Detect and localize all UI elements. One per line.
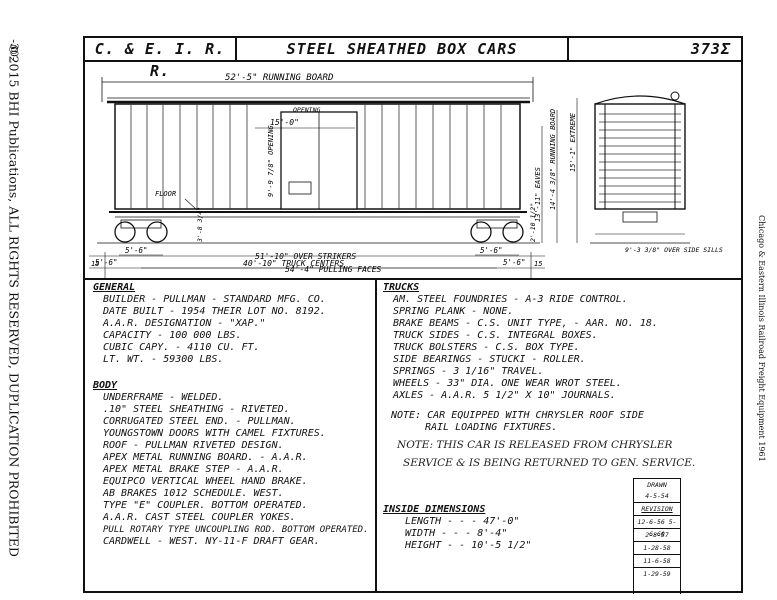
truck-wheelbase-left: 5'-6" <box>125 246 148 255</box>
column-divider <box>375 278 377 591</box>
trucks-line: SPRINGS - 3 1/16" TRAVEL. <box>393 366 544 377</box>
end-dim-left: 15 <box>91 260 99 268</box>
drawn-label: DRAWN <box>647 481 667 489</box>
copyright-notice: ©2015 BHI Publications, ALL RIGHTS RESER… <box>6 43 22 557</box>
body-line: UNDERFRAME - WELDED. <box>103 392 224 403</box>
book-title: Chicago & Eastern Illinois Railroad Frei… <box>757 215 766 462</box>
general-line: BUILDER - PULLMAN - STANDARD MFG. CO. <box>103 294 326 305</box>
general-heading: GENERAL <box>93 282 136 293</box>
trucks-line: BRAKE BEAMS - C.S. UNIT TYPE, - AAR. NO.… <box>393 318 658 329</box>
handwritten-note-cont: SERVICE & IS BEING RETURNED TO GEN. SERV… <box>403 457 696 469</box>
boxcar-elevation-drawing: 52'-5" RUNNING BOARD 15'-0" <box>85 62 741 278</box>
revision-row: 12-6-56 5-6-60 <box>634 515 680 538</box>
handwritten-note: NOTE: THIS CAR IS RELEASED FROM CHRYSLER <box>397 439 673 451</box>
truck-wheelbase-right: 5'-6" <box>480 246 503 255</box>
truck-centers-dim: 40'-10" TRUCK CENTERS <box>243 259 344 268</box>
trucks-line: WHEELS - 33" DIA. ONE WEAR WROT STEEL. <box>393 378 622 389</box>
opening-label: OPENING <box>293 106 320 114</box>
inside-length: LENGTH - - - 47'-0" <box>405 516 520 527</box>
body-line: AB BRAKES 1012 SCHEDULE. WEST. <box>103 488 284 499</box>
inside-width: WIDTH - - - 8'-4" <box>405 528 508 539</box>
body-line: APEX METAL RUNNING BOARD. - A.A.R. <box>103 452 308 463</box>
trucks-line: TRUCK BOLSTERS - C.S. BOX TYPE. <box>393 342 580 353</box>
revision-label: REVISION <box>634 502 680 515</box>
inside-dims-heading: INSIDE DIMENSIONS <box>383 504 486 515</box>
series-number: 373Σ <box>690 40 731 58</box>
roof-note-cont: RAIL LOADING FIXTURES. <box>425 422 558 433</box>
elevation-svg: 52'-5" RUNNING BOARD 15'-0" <box>95 73 723 269</box>
floor-label: FLOOR <box>155 190 176 198</box>
title-block: C. & E. I. R. R. STEEL SHEATHED BOX CARS… <box>85 38 741 80</box>
drawing-sheet: C. & E. I. R. R. STEEL SHEATHED BOX CARS… <box>83 36 743 594</box>
coupler-height-dim: 2'-10 1/2" <box>529 203 537 242</box>
trucks-heading: TRUCKS <box>383 282 420 293</box>
extreme-height-dim: 15'-1" EXTREME <box>569 112 577 172</box>
general-line: A.A.R. DESIGNATION - "XAP." <box>103 318 266 329</box>
eaves-height-dim: 13'-11" EAVES <box>534 167 542 222</box>
body-line: EQUIPCO VERTICAL WHEEL HAND BRAKE. <box>103 476 308 487</box>
end-dim-right: 15 <box>534 260 542 268</box>
railroad-name: C. & E. I. R. R. <box>94 40 226 80</box>
truck-offset-right: 5'-6" <box>503 258 526 267</box>
trucks-line: TRUCK SIDES - C.S. INTEGRAL BOXES. <box>393 330 598 341</box>
revision-box: DRAWN 4-5-54 REVISION 12-6-56 5-6-60 2-8… <box>633 478 681 594</box>
car-type-title: STEEL SHEATHED BOX CARS <box>286 40 518 58</box>
body-line: TYPE "E" COUPLER. BOTTOM OPERATED. <box>103 500 308 511</box>
revision-row: 1-28-58 <box>634 541 680 554</box>
general-line: CUBIC CAPY. - 4110 CU. FT. <box>103 342 260 353</box>
pulling-faces-dim: 54'-4" PULLING FACES <box>285 265 382 274</box>
body-line: CORRUGATED STEEL END. - PULLMAN. <box>103 416 296 427</box>
door-height-dim: 9'-9 7/8" OPENING <box>267 125 275 197</box>
body-line: PULL ROTARY TYPE UNCOUPLING ROD. BOTTOM … <box>103 525 369 535</box>
running-board-dim: 52'-5" RUNNING BOARD <box>225 73 333 83</box>
revision-row: 2-8-57 <box>634 528 680 541</box>
roof-note: NOTE: CAR EQUIPPED WITH CHRYSLER ROOF SI… <box>391 410 644 421</box>
side-sills-dim: 9'-3 3/8" OVER SIDE SILLS <box>625 246 723 254</box>
general-line: DATE BUILT - 1954 THEIR LOT NO. 8192. <box>103 306 326 317</box>
revision-row: 1-29-59 <box>634 567 680 580</box>
inside-height: HEIGHT - - 10'-5 1/2" <box>405 540 532 551</box>
trucks-line: SIDE BEARINGS - STUCKI - ROLLER. <box>393 354 586 365</box>
general-line: CAPACITY - 100 000 LBS. <box>103 330 242 341</box>
end-elevation: 9'-3 3/8" OVER SIDE SILLS <box>590 91 723 254</box>
body-line: YOUNGSTOWN DOORS WITH CAMEL FIXTURES. <box>103 428 326 439</box>
truck-offset-left: 5'-6" <box>95 258 118 267</box>
body-line: ROOF - PULLMAN RIVETED DESIGN. <box>103 440 284 451</box>
door-offset-dim: 15'-0" <box>270 118 299 127</box>
body-line: A.A.R. CAST STEEL COUPLER YOKES. <box>103 512 296 523</box>
trucks-line: AXLES - A.A.R. 5 1/2" X 10" JOURNALS. <box>393 390 616 401</box>
trucks-line: SPRING PLANK - NONE. <box>393 306 514 317</box>
body-line: CARDWELL - WEST. NY-11-F DRAFT GEAR. <box>103 536 320 547</box>
body-line: .10" STEEL SHEATHING - RIVETED. <box>103 404 290 415</box>
overall-dims-svg: 15 15 51'-10" OVER STRIKERS 54'-4" PULLI… <box>89 252 545 278</box>
revision-row: 11-6-58 <box>634 554 680 567</box>
floor-height-dim: 3'-8 3/4" <box>196 207 204 243</box>
body-line: APEX METAL BRAKE STEP - A.A.R. <box>103 464 284 475</box>
section-divider <box>85 278 741 280</box>
general-line: LT. WT. - 59300 LBS. <box>103 354 224 365</box>
over-strikers-dim: 51'-10" OVER STRIKERS <box>255 252 356 261</box>
left-margin: -30- ©2015 BHI Publications, ALL RIGHTS … <box>0 0 28 600</box>
trucks-line: AM. STEEL FOUNDRIES - A-3 RIDE CONTROL. <box>393 294 628 305</box>
drawn-date: 4-5-54 <box>645 492 669 500</box>
running-board-height-dim: 14'-4 3/8" RUNNING BOARD <box>549 109 557 210</box>
body-heading: BODY <box>93 380 118 391</box>
